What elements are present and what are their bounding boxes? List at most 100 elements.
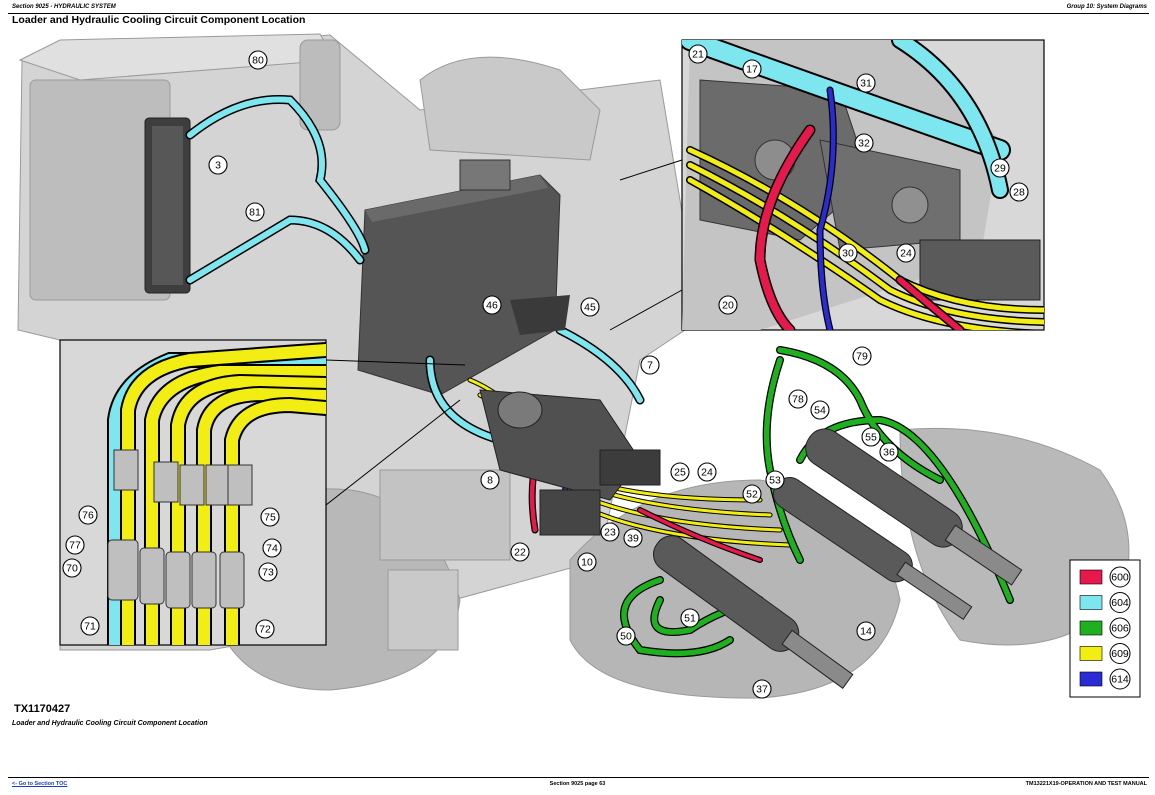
svg-text:54: 54	[814, 405, 826, 417]
svg-text:71: 71	[84, 621, 96, 633]
section-header: Section 9025 - HYDRAULIC SYSTEM	[12, 4, 116, 10]
group-header: Group 10: System Diagrams	[1066, 4, 1147, 10]
svg-text:36: 36	[883, 447, 895, 459]
svg-text:7: 7	[647, 360, 653, 372]
svg-text:72: 72	[259, 624, 271, 636]
callout-main-22: 22	[510, 542, 530, 562]
svg-text:10: 10	[581, 557, 593, 569]
callout-main-3: 3	[208, 155, 228, 175]
svg-text:70: 70	[66, 563, 78, 575]
callout-inset-left-77: 77	[65, 535, 85, 555]
callout-main-36: 36	[879, 442, 899, 462]
svg-text:22: 22	[514, 547, 526, 559]
callout-main-78: 78	[788, 389, 808, 409]
callout-main-79: 79	[852, 346, 872, 366]
callout-inset-left-72: 72	[255, 619, 275, 639]
callout-main-81: 81	[245, 202, 265, 222]
svg-text:45: 45	[584, 302, 596, 314]
callout-main-8: 8	[480, 470, 500, 490]
svg-text:24: 24	[900, 248, 912, 260]
section-toc-link[interactable]: <- Go to Section TOC	[12, 781, 68, 787]
legend-code: 609	[1111, 648, 1129, 660]
callout-main-45: 45	[580, 297, 600, 317]
page-number: Section 9025 page 63	[549, 781, 606, 787]
svg-text:73: 73	[262, 567, 274, 579]
main-control-valve	[479, 295, 661, 536]
callout-inset-top-right-29: 29	[990, 158, 1010, 178]
circuit-legend: 600 604 606 609 614	[1069, 559, 1141, 698]
loader-cylinders	[653, 428, 1023, 689]
callout-inset-top-right-30: 30	[838, 243, 858, 263]
callout-main-10: 10	[577, 552, 597, 572]
header-rule	[8, 13, 1149, 14]
callout-main-55: 55	[861, 427, 881, 447]
callout-main-14: 14	[856, 621, 876, 641]
callout-main-46: 46	[482, 295, 502, 315]
callout-main-39: 39	[623, 528, 643, 548]
svg-text:53: 53	[769, 475, 781, 487]
callout-inset-top-right-32: 32	[854, 133, 874, 153]
svg-text:14: 14	[860, 626, 872, 638]
svg-text:32: 32	[858, 138, 870, 150]
callout-main-37: 37	[752, 679, 772, 699]
page-title: Loader and Hydraulic Cooling Circuit Com…	[12, 14, 306, 26]
callout-main-7: 7	[640, 355, 660, 375]
figure-id: TX1170427	[14, 703, 71, 715]
svg-text:76: 76	[82, 510, 94, 522]
callout-main-80: 80	[248, 50, 268, 70]
legend-code: 600	[1111, 572, 1129, 584]
inset-fitting-detail	[59, 339, 327, 646]
callout-inset-left-73: 73	[258, 562, 278, 582]
legend-item-604: 604	[1079, 592, 1131, 613]
svg-text:25: 25	[674, 467, 686, 479]
callout-inset-top-right-24: 24	[896, 243, 916, 263]
svg-text:24: 24	[701, 467, 713, 479]
svg-text:74: 74	[266, 543, 278, 555]
svg-text:50: 50	[620, 631, 632, 643]
svg-text:52: 52	[746, 489, 758, 501]
legend-swatch	[1079, 646, 1103, 661]
svg-text:55: 55	[865, 432, 877, 444]
callout-inset-top-right-21: 21	[688, 44, 708, 64]
legend-item-606: 606	[1079, 617, 1131, 639]
hydraulic-tank	[357, 159, 561, 396]
callout-inset-top-right-31: 31	[856, 73, 876, 93]
legend-swatch	[1079, 620, 1103, 636]
svg-text:21: 21	[692, 49, 704, 61]
callout-main-50: 50	[616, 626, 636, 646]
callout-inset-top-right-17: 17	[742, 59, 762, 79]
callout-inset-left-76: 76	[78, 505, 98, 525]
svg-text:31: 31	[860, 78, 872, 90]
svg-text:79: 79	[856, 351, 868, 363]
svg-text:30: 30	[842, 248, 854, 260]
legend-swatch	[1079, 671, 1103, 687]
legend-item-614: 614	[1079, 668, 1131, 690]
callout-inset-left-70: 70	[62, 558, 82, 578]
svg-text:29: 29	[994, 163, 1006, 175]
svg-text:23: 23	[604, 527, 616, 539]
svg-text:78: 78	[792, 394, 804, 406]
callout-main-24: 24	[697, 462, 717, 482]
legend-item-609: 609	[1079, 643, 1131, 664]
callout-inset-top-right-20: 20	[718, 295, 738, 315]
svg-text:75: 75	[264, 512, 276, 524]
svg-text:37: 37	[756, 684, 768, 696]
callout-inset-top-right-28: 28	[1009, 182, 1029, 202]
svg-text:46: 46	[486, 300, 498, 312]
svg-text:17: 17	[746, 64, 758, 76]
legend-code: 606	[1111, 623, 1129, 635]
legend-code: 604	[1111, 597, 1129, 609]
svg-text:8: 8	[487, 475, 493, 487]
svg-text:28: 28	[1013, 187, 1025, 199]
legend-code: 614	[1111, 674, 1129, 686]
callout-main-23: 23	[600, 522, 620, 542]
svg-text:81: 81	[249, 207, 261, 219]
inset-leaders	[325, 159, 683, 506]
svg-text:3: 3	[215, 160, 221, 172]
legend-swatch	[1079, 569, 1103, 585]
svg-text:20: 20	[722, 300, 734, 312]
callout-inset-left-75: 75	[260, 507, 280, 527]
callout-main-52: 52	[742, 484, 762, 504]
